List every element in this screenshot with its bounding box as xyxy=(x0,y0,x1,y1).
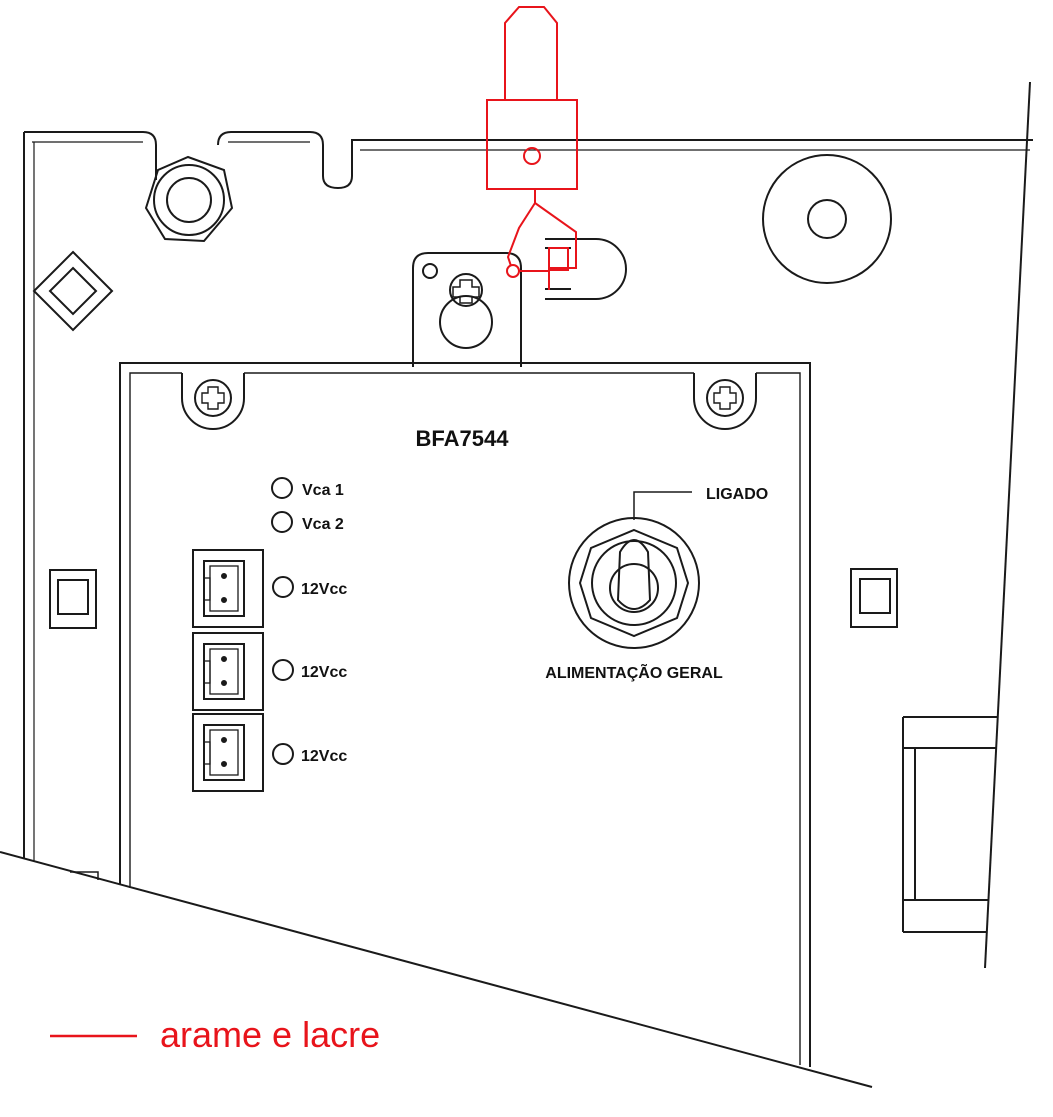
screw-board-left xyxy=(194,379,232,417)
model-label: BFA7544 xyxy=(416,426,510,451)
legend: arame e lacre xyxy=(50,1014,380,1055)
led-12vcc-2: 12Vcc xyxy=(272,659,347,681)
knob-top-right xyxy=(762,154,892,284)
led-vca1: Vca 1 xyxy=(271,477,344,499)
board-panel xyxy=(119,362,811,1067)
power-toggle-switch xyxy=(568,491,700,649)
led-vca2: Vca 2 xyxy=(271,511,344,533)
connector-3 xyxy=(192,713,264,792)
seal-wire xyxy=(486,6,578,290)
led-12vcc-1: 12Vcc xyxy=(272,576,347,598)
led-label: 12Vcc xyxy=(301,748,347,765)
clip-left xyxy=(49,569,97,629)
led-label: 12Vcc xyxy=(301,664,347,681)
led-12vcc-3: 12Vcc xyxy=(272,743,347,765)
switch-name-label: ALIMENTAÇÃO GERAL xyxy=(545,662,723,682)
nut-top-left xyxy=(144,155,234,243)
screw-board-right xyxy=(706,379,744,417)
legend-text: arame e lacre xyxy=(160,1014,380,1055)
diamond-marker xyxy=(32,250,114,332)
enclosure-frame xyxy=(0,81,1033,1088)
side-bracket xyxy=(902,716,998,933)
connector-1 xyxy=(192,549,264,628)
led-label: Vca 1 xyxy=(302,482,344,499)
clip-right xyxy=(850,568,898,628)
led-label: Vca 2 xyxy=(302,516,344,533)
lower-tab xyxy=(70,871,99,880)
switch-on-label: LIGADO xyxy=(706,486,768,503)
connector-2 xyxy=(192,632,264,711)
led-label: 12Vcc xyxy=(301,581,347,598)
lock-plate xyxy=(412,252,522,367)
